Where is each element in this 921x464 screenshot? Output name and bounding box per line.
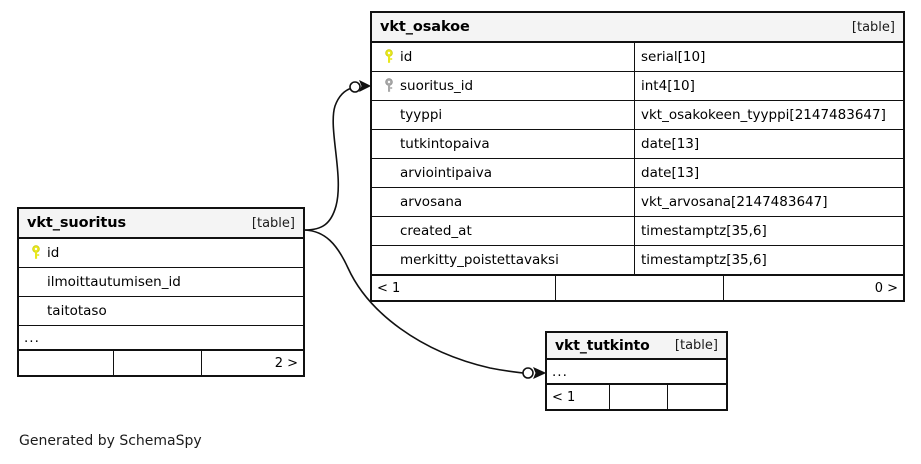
footer-middle-cell <box>555 276 723 300</box>
column-name-text: tutkintopaiva <box>400 136 490 152</box>
column-type-text: vkt_arvosana[2147483647] <box>634 188 903 216</box>
table-row[interactable]: suoritus_id int4[10] <box>372 72 903 101</box>
column-name-text: id <box>47 245 60 261</box>
column-name-cell: arviointipaiva <box>372 159 634 187</box>
table-row[interactable]: merkitty_poistettavaksi timestamptz[35,6… <box>372 246 903 275</box>
table-kind-label: [table] <box>674 338 718 353</box>
cardinality-zero-circle <box>349 81 361 93</box>
footer-children-count <box>667 385 726 409</box>
column-name-cell: merkitty_poistettavaksi <box>372 246 634 274</box>
table-header-vkt-tutkinto: vkt_tutkinto [table] <box>547 333 726 360</box>
column-name-cell: taitotaso <box>19 297 303 325</box>
table-row[interactable]: tutkintopaiva date[13] <box>372 130 903 159</box>
column-name-cell: tutkintopaiva <box>372 130 634 158</box>
table-footer-vkt-suoritus: 2 > <box>19 350 303 375</box>
column-type-text: date[13] <box>634 130 903 158</box>
column-name-text: id <box>400 49 413 65</box>
table-title: vkt_suoritus <box>27 215 126 231</box>
column-name-text: suoritus_id <box>400 78 474 94</box>
column-name-text: arviointipaiva <box>400 165 493 181</box>
relationship-edge-suoritus-osakoe <box>304 79 372 231</box>
column-name-cell: tyyppi <box>372 101 634 129</box>
column-type-text: date[13] <box>634 159 903 187</box>
table-row[interactable]: taitotaso <box>19 297 303 326</box>
table-header-vkt-osakoe: vkt_osakoe [table] <box>372 13 903 43</box>
footer-parents-count: < 1 <box>377 280 401 296</box>
column-name-text: created_at <box>400 223 472 239</box>
column-type-text: int4[10] <box>634 72 903 100</box>
column-name-cell: arvosana <box>372 188 634 216</box>
table-title: vkt_tutkinto <box>555 337 650 354</box>
table-row[interactable]: id <box>19 239 303 268</box>
footer-parents-count: < 1 <box>552 389 576 405</box>
table-header-vkt-suoritus: vkt_suoritus [table] <box>19 209 303 239</box>
column-name-text: ilmoittautumisen_id <box>47 274 181 290</box>
footer-children-count: 2 > <box>201 351 303 375</box>
primary-key-icon <box>378 49 400 65</box>
generated-by-note: Generated by SchemaSpy <box>19 433 202 449</box>
foreign-key-icon <box>378 78 400 94</box>
table-row[interactable]: arvosana vkt_arvosana[2147483647] <box>372 188 903 217</box>
table-footer-vkt-osakoe: < 1 0 > <box>372 275 903 300</box>
table-vkt-suoritus[interactable]: vkt_suoritus [table] id ilmoittaut <box>17 207 305 377</box>
table-vkt-osakoe[interactable]: vkt_osakoe [table] id serial[10] <box>370 11 905 302</box>
column-name-text: taitotaso <box>47 303 107 319</box>
column-name-cell: id <box>19 239 303 267</box>
table-row[interactable]: ilmoittautumisen_id <box>19 268 303 297</box>
primary-key-icon <box>25 245 47 261</box>
column-type-text: timestamptz[35,6] <box>634 246 903 274</box>
column-name-text: merkitty_poistettavaksi <box>400 252 559 268</box>
table-kind-label: [table] <box>251 215 295 231</box>
table-row[interactable]: created_at timestamptz[35,6] <box>372 217 903 246</box>
column-type-text: timestamptz[35,6] <box>634 217 903 245</box>
column-name-text: tyyppi <box>400 107 443 123</box>
footer-middle-cell <box>609 385 667 409</box>
cardinality-arrowhead <box>359 79 372 93</box>
column-type-text: serial[10] <box>634 43 903 71</box>
column-name-cell: id <box>372 43 634 71</box>
table-row[interactable]: id serial[10] <box>372 43 903 72</box>
table-row[interactable]: tyyppi vkt_osakokeen_tyyppi[2147483647] <box>372 101 903 130</box>
table-vkt-tutkinto[interactable]: vkt_tutkinto [table] ... < 1 <box>545 331 728 411</box>
more-columns-indicator: ... <box>19 326 303 350</box>
cardinality-arrowhead <box>533 367 547 379</box>
column-name-cell: suoritus_id <box>372 72 634 100</box>
footer-parents-count <box>19 351 113 375</box>
more-columns-indicator: ... <box>547 360 726 384</box>
table-title: vkt_osakoe <box>380 19 470 35</box>
table-footer-vkt-tutkinto: < 1 <box>547 384 726 409</box>
table-kind-label: [table] <box>851 19 895 35</box>
cardinality-zero-circle <box>522 367 534 379</box>
column-name-cell: ilmoittautumisen_id <box>19 268 303 296</box>
column-name-text: arvosana <box>400 194 463 210</box>
footer-middle-cell <box>113 351 201 375</box>
footer-children-count: 0 > <box>723 276 903 300</box>
table-row[interactable]: arviointipaiva date[13] <box>372 159 903 188</box>
column-name-cell: created_at <box>372 217 634 245</box>
column-type-text: vkt_osakokeen_tyyppi[2147483647] <box>634 101 903 129</box>
